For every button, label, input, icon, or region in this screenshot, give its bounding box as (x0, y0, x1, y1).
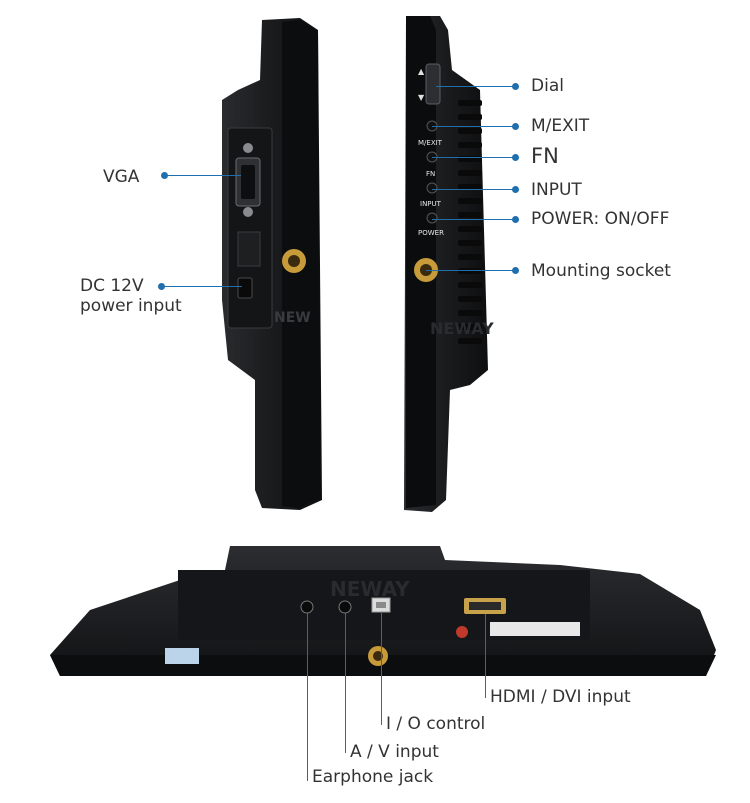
callout-line-input (432, 189, 514, 190)
label-mounting-socket: Mounting socket (531, 261, 671, 281)
callout-line-m-exit (432, 126, 514, 127)
label-earphone-jack: Earphone jack (312, 767, 434, 787)
callout-line-dc (162, 286, 242, 287)
vga-port (235, 143, 261, 217)
av-port (338, 600, 352, 614)
mounting-socket-left (282, 249, 306, 273)
callout-vline-earphone (307, 613, 308, 781)
callout-dot-fn (512, 154, 519, 161)
svg-text:▲: ▲ (418, 67, 425, 76)
mounting-socket-bottom (368, 646, 388, 666)
svg-text:▼: ▼ (418, 93, 425, 102)
brand-mark-right: NEWAY (430, 319, 494, 338)
label-vga: VGA (103, 167, 140, 187)
marking-m-exit: M/EXIT (418, 139, 443, 147)
label-dc-line2: power input (80, 296, 182, 316)
label-io-control: I / O control (386, 714, 486, 734)
callout-dot-dc (158, 283, 165, 290)
vent-slots (458, 100, 482, 344)
callout-line-vga (165, 175, 241, 176)
callout-line-dial (436, 86, 514, 87)
callout-vline-av (345, 613, 346, 753)
earphone-port (300, 600, 314, 614)
dc-jack (237, 277, 253, 299)
callout-line-fn (432, 157, 514, 158)
label-fn: FN (531, 144, 559, 168)
hdmi-port (464, 598, 506, 614)
left-side-monitor: NEW (222, 18, 322, 510)
callout-line-power (432, 219, 514, 220)
callout-dot-dial (512, 83, 519, 90)
marking-fn: FN (426, 170, 435, 178)
label-input: INPUT (531, 180, 582, 200)
label-dial: Dial (531, 76, 564, 96)
label-hdmi-dvi: HDMI / DVI input (490, 687, 631, 707)
label-av-input: A / V input (350, 742, 439, 762)
marking-power: POWER (418, 229, 444, 237)
callout-vline-io (381, 612, 382, 725)
callout-dot-mounting (512, 267, 519, 274)
brand-mark-bottom: NEWAY (330, 577, 410, 601)
label-m-exit: M/EXIT (531, 116, 590, 136)
callout-line-mounting (426, 270, 514, 271)
label-dc-line1: DC 12V (80, 276, 144, 296)
right-side-monitor: ▲ ▼ (404, 16, 488, 512)
dial-control: ▲ ▼ (418, 63, 441, 105)
callout-dot-input (512, 186, 519, 193)
callout-dot-vga (161, 172, 168, 179)
marking-input: INPUT (420, 200, 442, 208)
callout-dot-m-exit (512, 123, 519, 130)
callout-vline-hdmi (485, 614, 486, 698)
svg-text:NEW: NEW (274, 310, 311, 326)
callout-dot-power (512, 216, 519, 223)
label-power: POWER: ON/OFF (531, 209, 670, 229)
io-port (371, 597, 391, 613)
bottom-monitor (50, 546, 716, 676)
label-dc-power: DC 12V power input (80, 276, 182, 316)
